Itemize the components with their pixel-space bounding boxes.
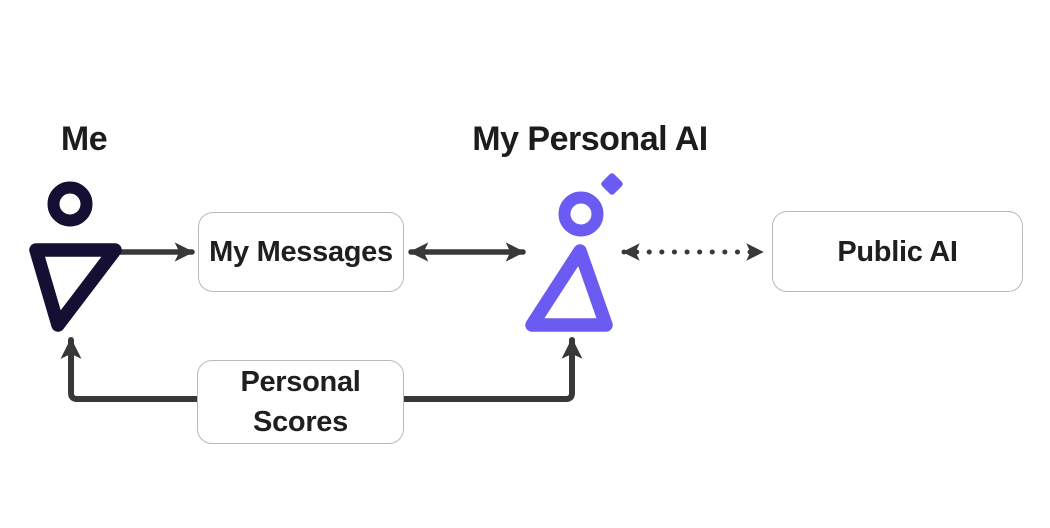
ai-body-triangle	[525, 244, 613, 332]
personal-scores-label-line1: Personal	[240, 366, 361, 398]
personal-ai-title: My Personal AI	[472, 120, 708, 158]
me-title: Me	[60, 120, 108, 158]
personal-scores-box: Personal Scores	[197, 360, 404, 444]
me-head-circle	[47, 181, 93, 227]
ai-person-icon	[525, 173, 623, 332]
my-messages-box: My Messages	[198, 212, 404, 292]
my-messages-label: My Messages	[209, 236, 393, 268]
personal-scores-label-line2: Scores	[253, 406, 348, 438]
public-ai-label: Public AI	[837, 235, 958, 268]
me-body-triangle	[29, 243, 122, 332]
me-person-icon	[29, 181, 122, 332]
ai-head-circle	[558, 191, 604, 237]
public-ai-box: Public AI	[772, 211, 1023, 292]
ai-sparkle-diamond-icon	[601, 173, 623, 195]
